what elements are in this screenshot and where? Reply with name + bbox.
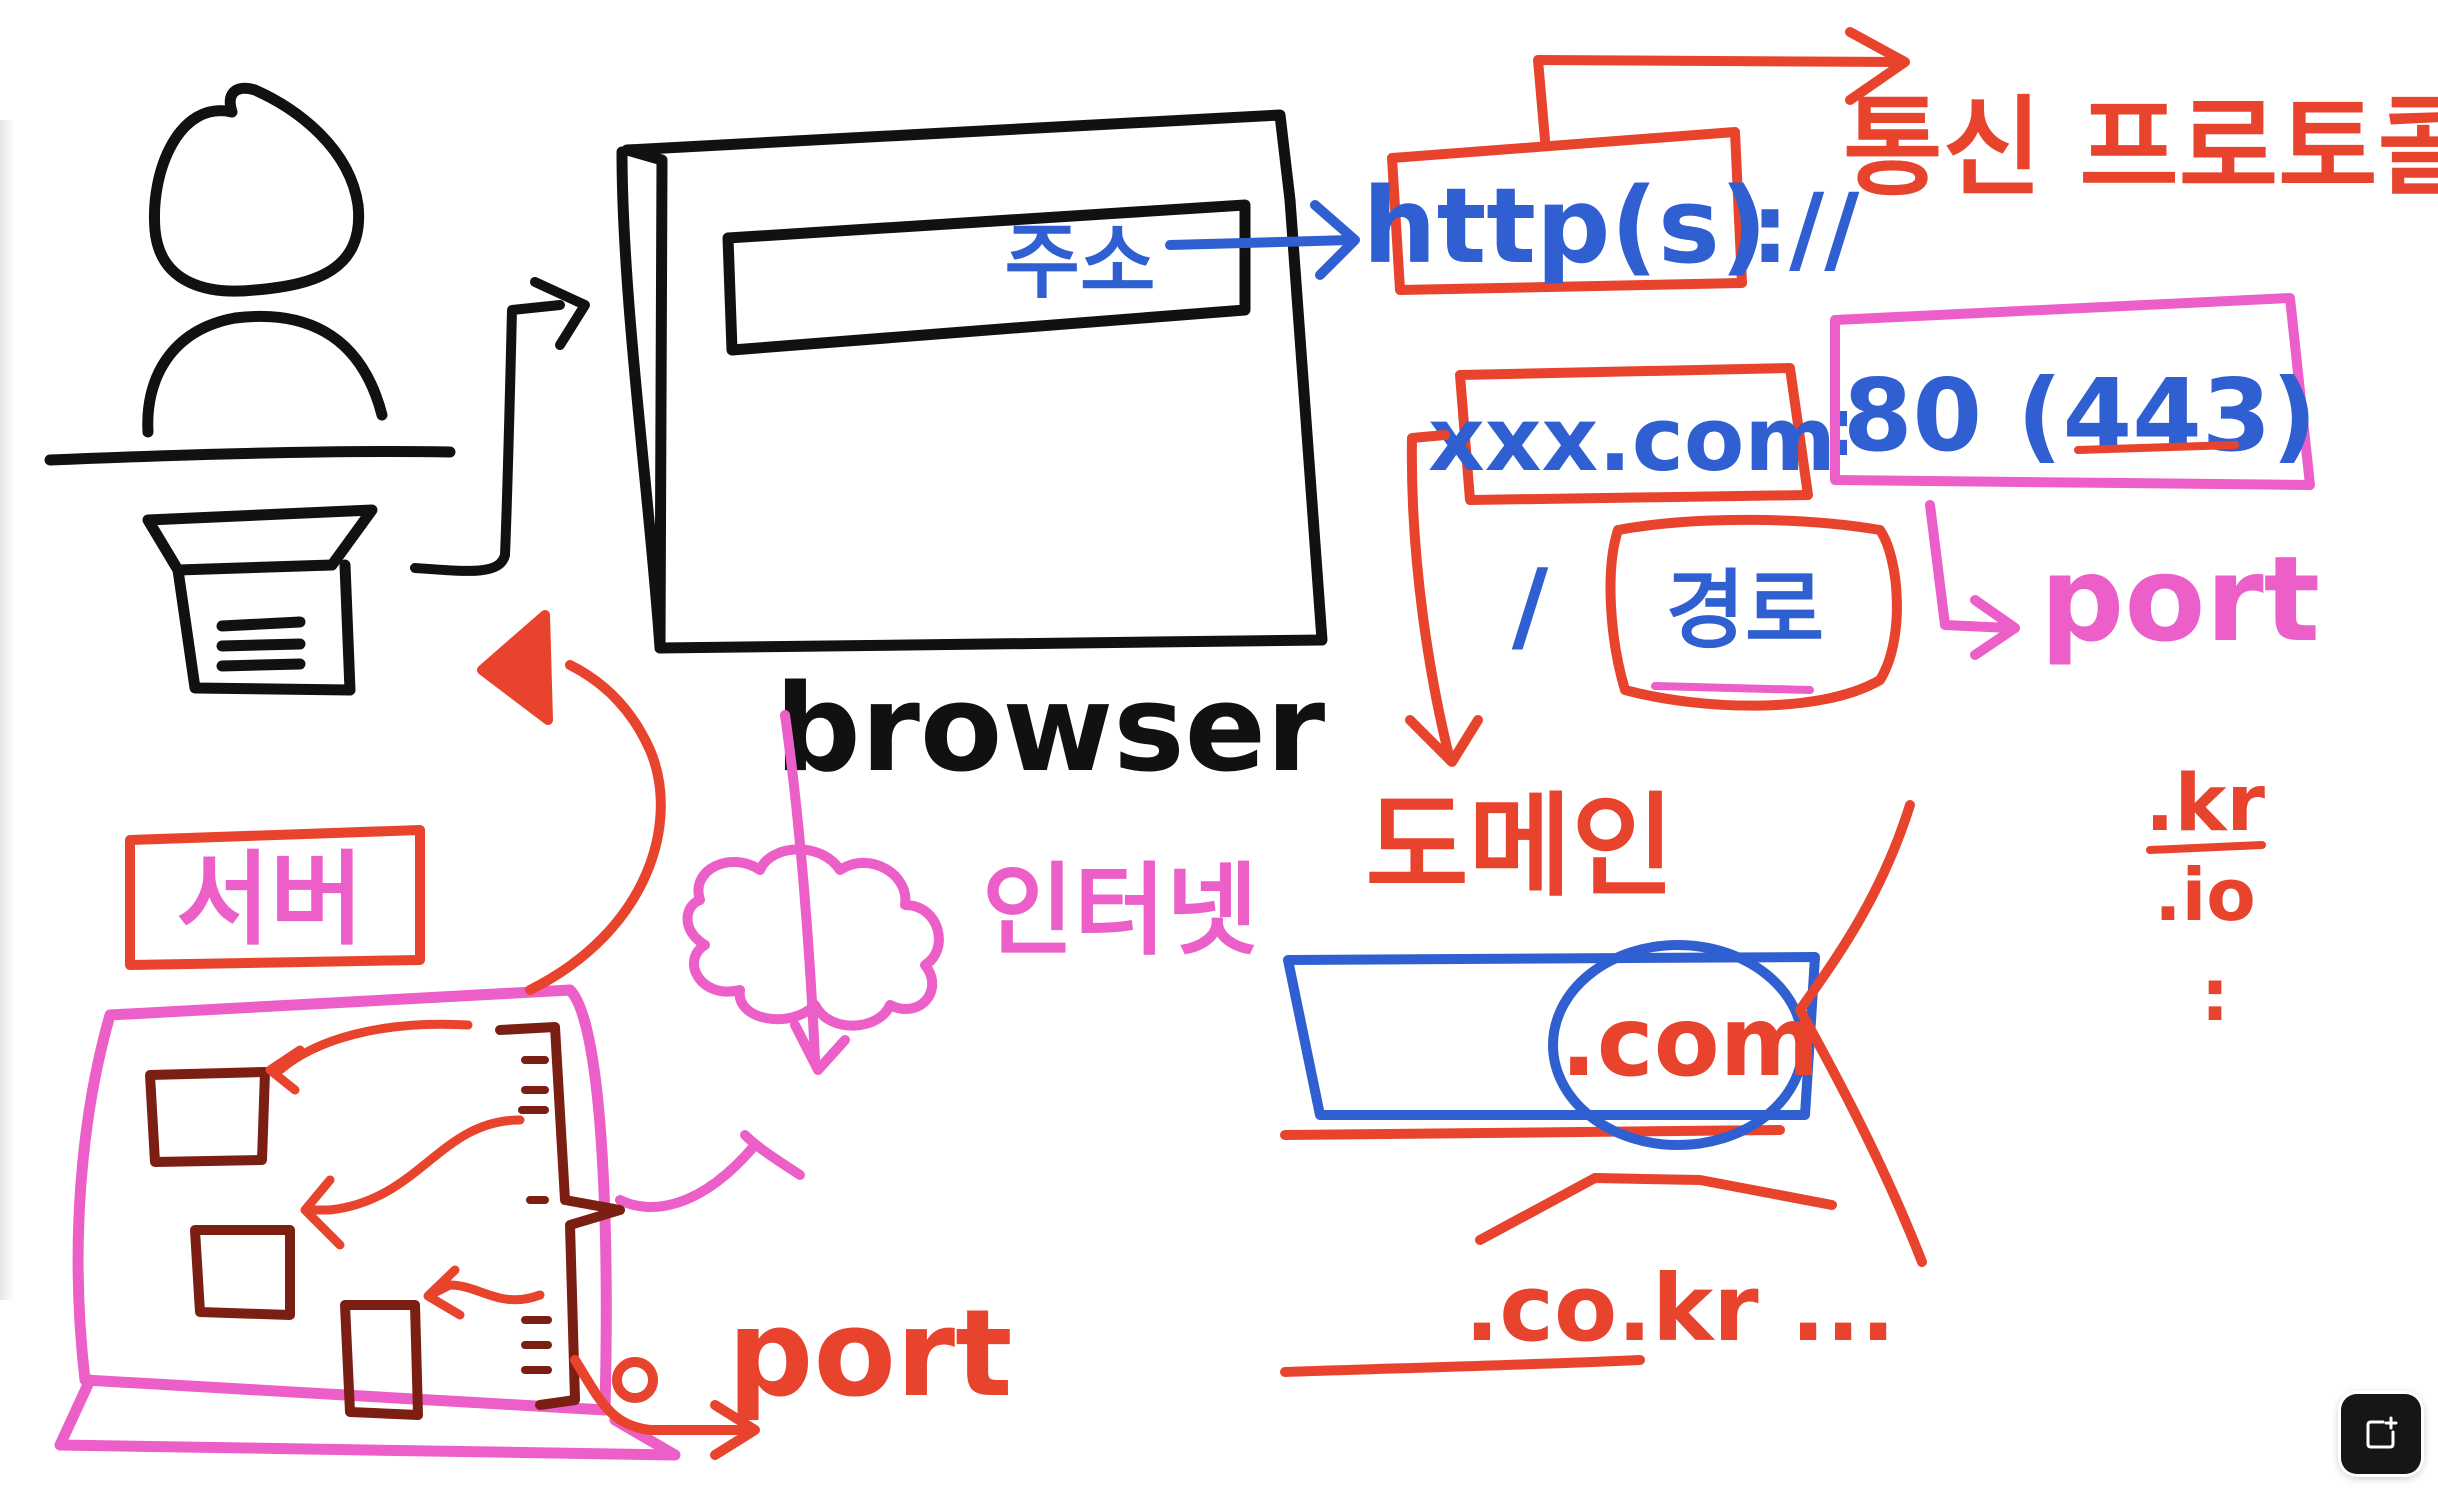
server-label: 서버 [176,841,364,960]
laptop-icon [142,504,378,696]
port-top-label: port [2040,530,2320,668]
server-body [54,984,681,1461]
user-to-browser-arrow [410,277,590,576]
path-box [1605,514,1902,711]
server-label-box [125,825,425,970]
path-slash: / [1512,547,1549,664]
path-underline [1651,682,1814,694]
internet-to-server-arrow [615,1130,805,1212]
address-label: 주소 [1005,215,1156,310]
domain-name-label: xxx.com [1428,388,1836,491]
person-icon [44,82,456,466]
port-underline [2074,441,2239,454]
protocol-label: http(s) [1363,165,1768,287]
tld-kr-underline [2146,841,2266,854]
add-window-icon [2366,1416,2398,1449]
domain-tree [1280,800,1927,1377]
tld-kr-label: .kr [2145,759,2266,849]
internet-label: 인터넷 [982,852,1258,969]
protocol-separator: :// [1751,173,1860,285]
cloud-icon [682,710,944,1075]
panel-edge-shadow [0,120,14,1300]
server-to-browser-arrow [477,610,666,995]
port-bottom-label: port [728,1285,1013,1424]
protocol-box [1387,127,1747,295]
port-box [1830,293,2315,490]
domain-down-arrow [1405,430,1483,767]
domain-name-box [1455,363,1813,505]
add-window-button[interactable] [2341,1394,2421,1474]
comm-protocol-label: 통신 프로토콜 [1843,86,2438,211]
tld-io-label: .io [2154,853,2256,937]
protocol-annotation-arrow [1533,27,1910,145]
port-annotation-arrow [1925,500,2020,660]
tld-vertical-dots: : [2201,953,2230,1037]
port-bottom-arrow [570,1355,760,1460]
browser-window [616,109,1328,654]
tld-com-label: .com [1560,986,1819,1098]
browser-label: browser [775,660,1325,799]
address-to-url-arrow [1165,200,1360,280]
port-number-label: 80 (443) [1843,357,2317,474]
path-label: 경로 [1666,561,1824,661]
tld-more-label: .co.kr ... [1464,1255,1895,1362]
domain-label: 도메인 [1365,782,1674,912]
